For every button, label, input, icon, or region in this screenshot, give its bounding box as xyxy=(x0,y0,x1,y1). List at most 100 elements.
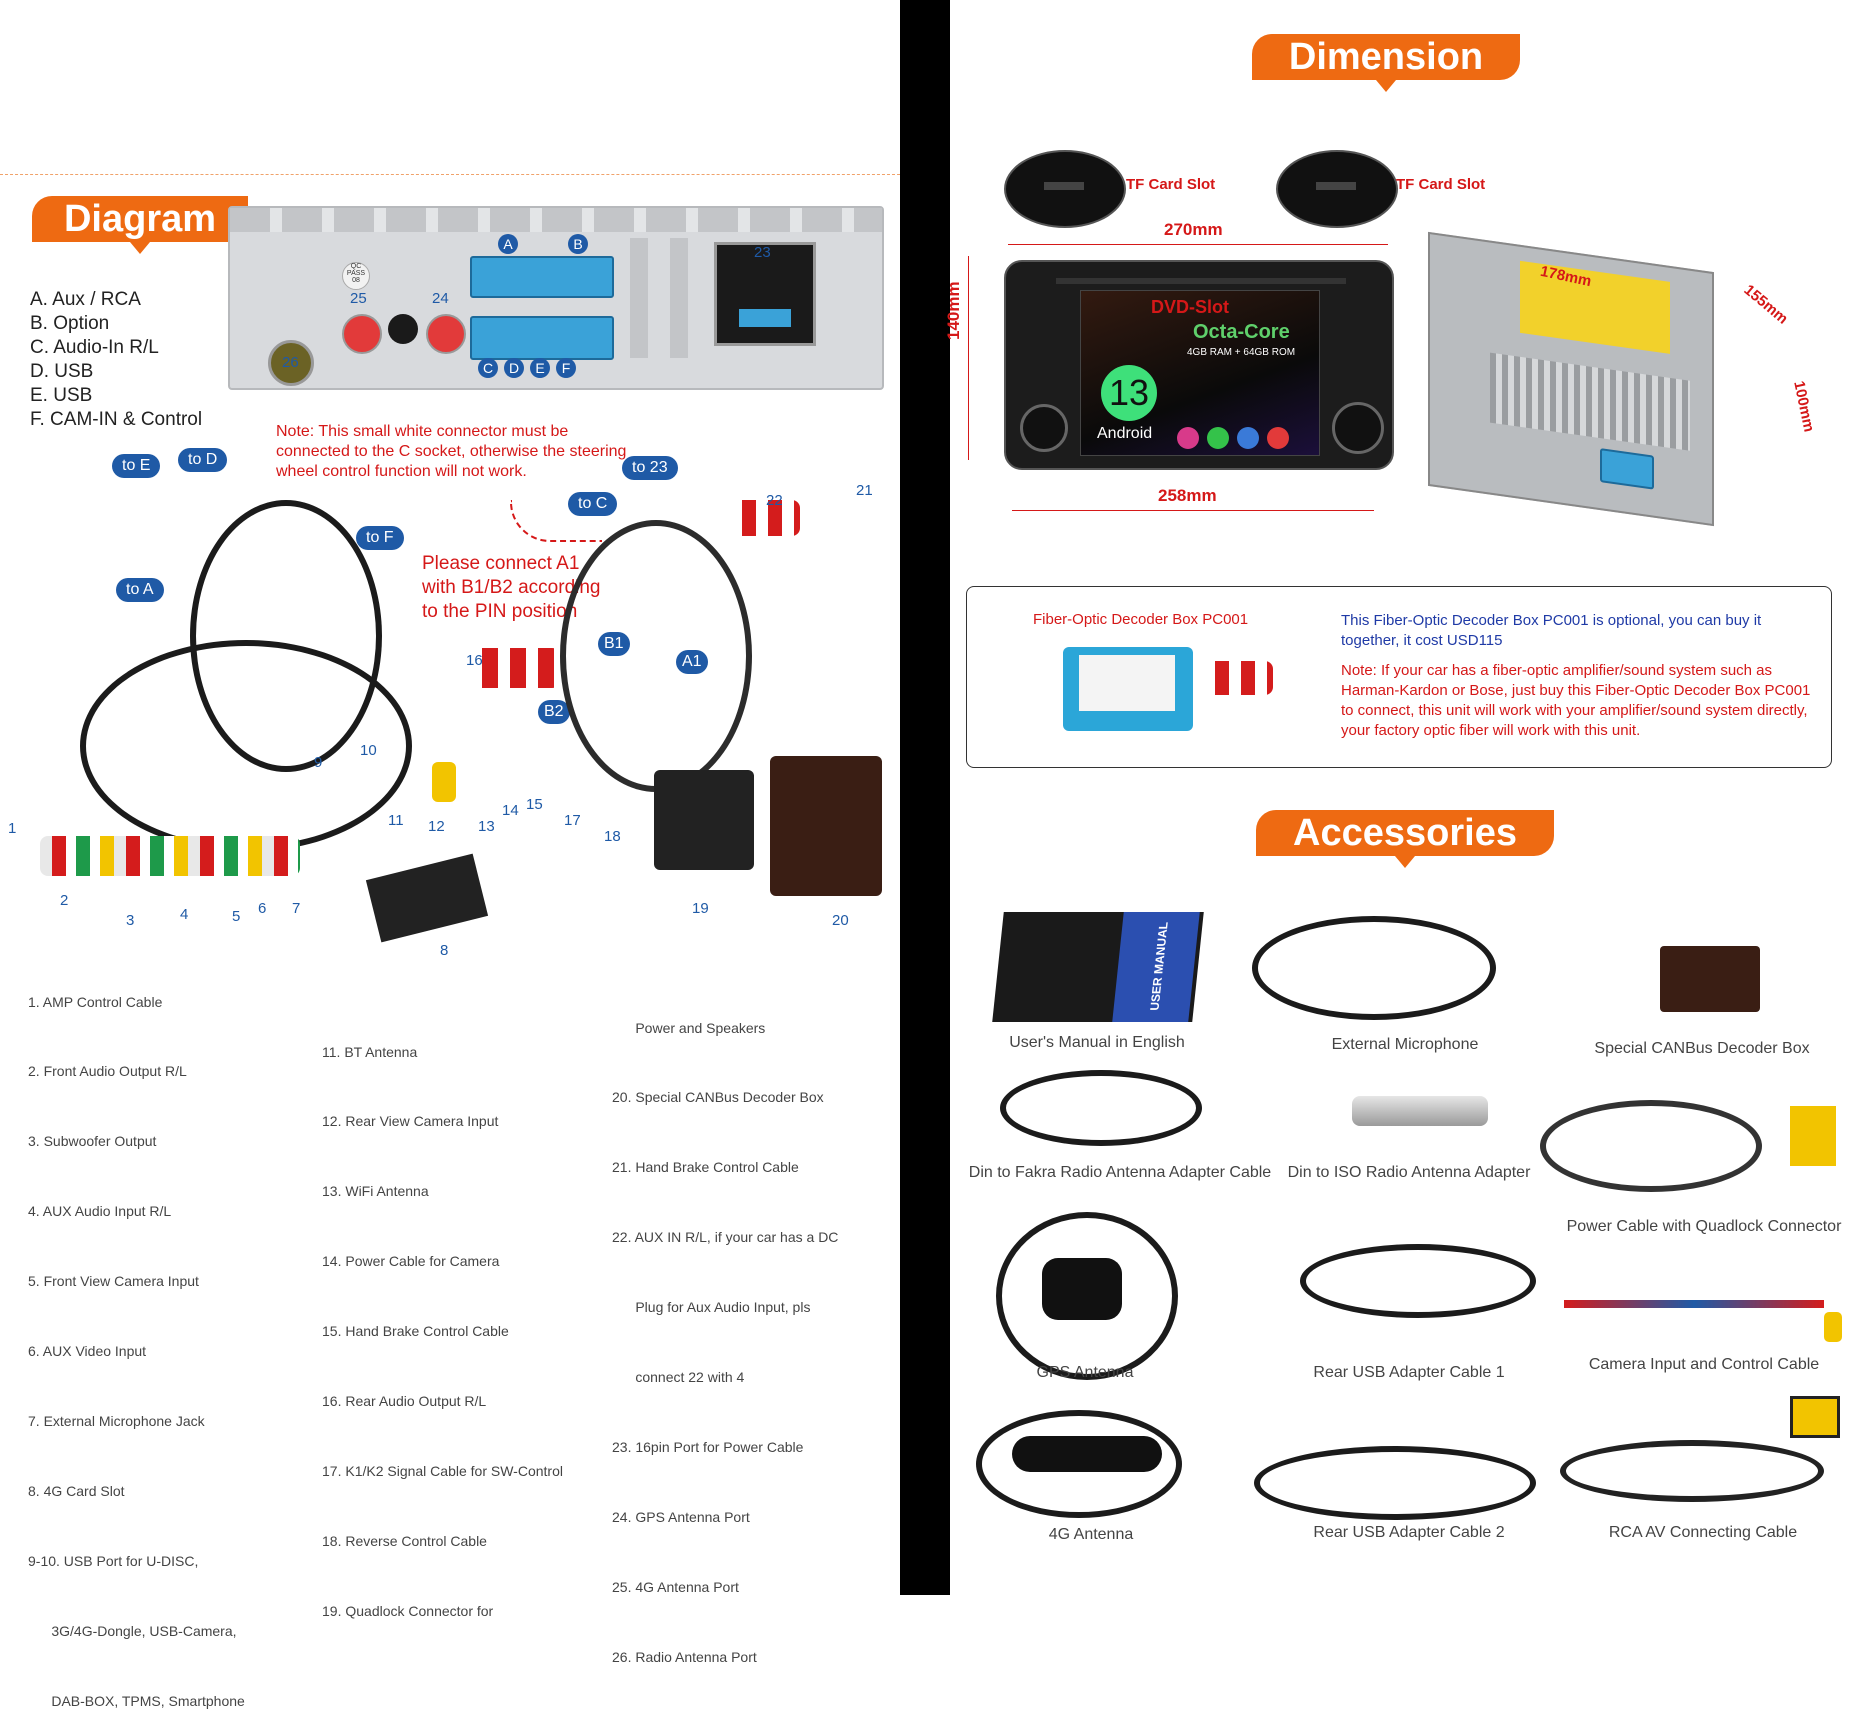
bubble-b2: B2 xyxy=(538,700,570,724)
qc-pass-sticker: QC PASS 08 xyxy=(342,262,370,290)
panel-rib xyxy=(630,238,648,358)
legend-item: E. USB xyxy=(30,385,93,406)
dim-line-top xyxy=(1008,244,1388,245)
label-24: 24 xyxy=(432,290,449,307)
list-item: 11. BT Antenna xyxy=(322,1043,418,1060)
socket-label-b: B xyxy=(568,234,588,254)
num-2: 2 xyxy=(60,892,69,909)
socket-label-e: E xyxy=(530,358,550,378)
socket-label-a: A xyxy=(498,234,518,254)
list-item: 4. AUX Audio Input R/L xyxy=(28,1203,172,1220)
dimension-title: Dimension xyxy=(1288,36,1484,78)
acc-label-gps: GPS Antenna xyxy=(1036,1364,1134,1381)
list-item: 12. Rear View Camera Input xyxy=(322,1113,499,1130)
legend-item: B. Option xyxy=(30,313,110,334)
manual-spine: USER MANUAL xyxy=(1112,912,1200,1022)
num-8: 8 xyxy=(440,942,449,959)
num-4: 4 xyxy=(180,906,189,923)
num-22: 22 xyxy=(766,492,783,509)
legend-item: D. USB xyxy=(30,361,94,382)
bubble-to-a: to A xyxy=(116,578,164,602)
bubble-to-d: to D xyxy=(178,448,228,472)
acc-label-rear-usb-2: Rear USB Adapter Cable 2 xyxy=(1313,1524,1505,1541)
num-13: 13 xyxy=(478,818,495,835)
list-item: 8. 4G Card Slot xyxy=(28,1482,125,1499)
rear-audio-rca xyxy=(470,648,560,688)
rca-av-cable-image xyxy=(1560,1440,1824,1502)
chassis-socket xyxy=(1600,448,1654,490)
manual-cover-text: USER MANUAL xyxy=(1147,922,1171,1011)
fiber-optic-panel: Fiber-Optic Decoder Box PC001 This Fiber… xyxy=(966,586,1832,768)
acc-label-manual: User's Manual in English xyxy=(1009,1034,1185,1051)
microphone-image xyxy=(1252,916,1496,1020)
socket-label-d: D xyxy=(504,358,524,378)
dim-side-100: 100mm xyxy=(1790,379,1818,434)
bubble-to-c: to C xyxy=(568,492,618,516)
chassis-fins xyxy=(1490,352,1690,451)
dvd-slot xyxy=(1056,278,1346,284)
tf-slot-label-right: TF Card Slot xyxy=(1396,176,1486,193)
label-26: 26 xyxy=(282,354,299,371)
list-item: 15. Hand Brake Control Cable xyxy=(322,1323,509,1340)
screen-octa-core: Octa-Core xyxy=(1193,321,1290,343)
dimension-banner: Dimension xyxy=(1252,34,1520,92)
dim-height: 140mm xyxy=(944,281,963,340)
bubble-to-f: to F xyxy=(356,526,404,550)
num-5: 5 xyxy=(232,908,241,925)
diagram-title: Diagram xyxy=(63,198,217,240)
list-item: Plug for Aux Audio Input, pls xyxy=(612,1299,811,1316)
4g-antenna-port xyxy=(342,314,382,354)
tf-slot-opening xyxy=(1316,182,1356,190)
num-14: 14 xyxy=(502,802,519,819)
num-21: 21 xyxy=(856,482,873,499)
dim-side-155: 155mm xyxy=(1740,281,1792,328)
list-item: 1. AMP Control Cable xyxy=(28,993,163,1010)
nav-knob xyxy=(1332,402,1384,454)
panel-fins xyxy=(230,208,882,232)
num-12: 12 xyxy=(428,818,445,835)
list-item: Power and Speakers xyxy=(612,1019,766,1036)
user-manual-image: USER MANUAL xyxy=(992,912,1204,1022)
list-item: 18. Reverse Control Cable xyxy=(322,1532,487,1549)
acc-label-din-fakra: Din to Fakra Radio Antenna Adapter Cable xyxy=(968,1164,1272,1181)
list-item: 23. 16pin Port for Power Cable xyxy=(612,1438,804,1455)
num-17: 17 xyxy=(564,812,581,829)
list-item: 24. GPS Antenna Port xyxy=(612,1508,750,1525)
center-divider xyxy=(900,0,950,1595)
rear-usb-1-image xyxy=(1300,1244,1536,1318)
tf-slot-label-left: TF Card Slot xyxy=(1126,176,1216,193)
list-item: 2. Front Audio Output R/L xyxy=(28,1063,187,1080)
tf-slot-zoom-left xyxy=(1004,150,1126,228)
list-item: 6. AUX Video Input xyxy=(28,1343,147,1360)
dim-width-top: 270mm xyxy=(1164,220,1223,239)
dashed-divider xyxy=(0,174,900,175)
canbus-box-image xyxy=(1660,946,1760,1012)
num-9: 9 xyxy=(314,754,323,771)
acc-label-4g: 4G Antenna xyxy=(1048,1526,1134,1543)
legend-item: A. Aux / RCA xyxy=(30,289,141,310)
num-1: 1 xyxy=(8,820,17,837)
screen-memory: 4GB RAM + 64GB ROM xyxy=(1187,347,1296,358)
diagram-legend: A. Aux / RCA B. Option C. Audio-In R/L D… xyxy=(30,288,202,432)
fiber-optic-title: Fiber-Optic Decoder Box PC001 xyxy=(1033,611,1249,628)
acc-label-power-cable: Power Cable with Quadlock Connector xyxy=(1566,1218,1842,1235)
radio-antenna-port xyxy=(268,340,314,386)
fiber-optic-optional: This Fiber-Optic Decoder Box PC001 is op… xyxy=(1341,612,1762,649)
diagram-banner: Diagram xyxy=(32,196,248,254)
socket-c-f xyxy=(470,316,614,360)
list-item: 13. WiFi Antenna xyxy=(322,1183,429,1200)
quadlock-connector xyxy=(654,770,754,870)
list-item: DAB-BOX, TPMS, Smartphone xyxy=(28,1692,245,1709)
din-iso-adapter-image xyxy=(1352,1096,1488,1126)
panel-rib xyxy=(670,238,688,358)
acc-label-rear-usb-1: Rear USB Adapter Cable 1 xyxy=(1313,1364,1505,1381)
acc-label-din-iso: Din to ISO Radio Antenna Adapter xyxy=(1287,1164,1531,1181)
fiber-optic-decoder-image xyxy=(1063,647,1193,731)
socket-label-c: C xyxy=(478,358,498,378)
num-20: 20 xyxy=(832,912,849,929)
legend-item: C. Audio-In R/L xyxy=(30,337,159,358)
legend-item: F. CAM-IN & Control xyxy=(30,409,203,430)
rca-av-box-image xyxy=(1790,1396,1840,1438)
dim-line-left xyxy=(968,256,969,460)
din-fakra-cable-image xyxy=(1000,1070,1202,1146)
